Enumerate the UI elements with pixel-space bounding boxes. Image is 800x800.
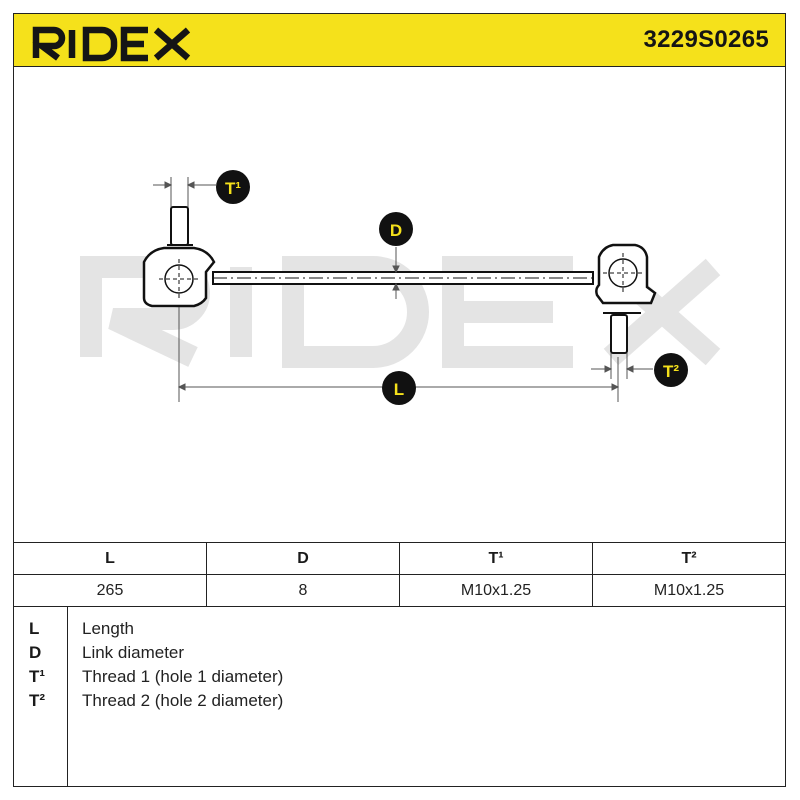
specs-value-l: 265 xyxy=(13,574,207,607)
t2-dimension xyxy=(591,353,653,379)
d-marker xyxy=(379,212,413,246)
t1-marker xyxy=(216,170,250,204)
legend-description: Length xyxy=(82,619,134,638)
legend-item: T² Thread 2 (hole 2 diameter) xyxy=(13,691,786,715)
specs-header-t2: T² xyxy=(592,542,786,575)
legend-item: L Length xyxy=(13,619,786,643)
legend-description: Thread 2 (hole 2 diameter) xyxy=(82,691,284,710)
d-dimension xyxy=(392,247,400,299)
ridex-logo xyxy=(32,26,191,62)
specs-value-row: 265 8 M10x1.25 M10x1.25 xyxy=(13,574,786,607)
legend-divider xyxy=(67,606,68,787)
left-threaded-stud xyxy=(170,206,189,246)
specs-value-d: 8 xyxy=(206,574,400,607)
right-threaded-stud xyxy=(610,314,628,354)
t1-marker-label: T¹ xyxy=(225,179,241,198)
t2-marker xyxy=(654,353,688,387)
specs-header-row: L D T¹ T² xyxy=(13,542,786,575)
part-number: 3229S0265 xyxy=(643,26,769,53)
legend-symbol: L xyxy=(29,619,40,638)
l-marker-label: L xyxy=(394,380,404,399)
legend-symbol: T¹ xyxy=(29,667,46,686)
t2-marker-label: T² xyxy=(663,362,679,381)
specs-header-t1: T¹ xyxy=(399,542,593,575)
legend-item: T¹ Thread 1 (hole 1 diameter) xyxy=(13,667,786,691)
header-bar: 3229S0265 xyxy=(13,13,786,67)
l-marker xyxy=(382,371,416,405)
legend: L Length D Link diameter T¹ Thread 1 (ho… xyxy=(13,606,786,787)
legend-symbol: D xyxy=(29,643,42,662)
legend-description: Link diameter xyxy=(82,643,185,662)
legend-description: Thread 1 (hole 1 diameter) xyxy=(82,667,284,686)
technical-drawing: T¹ D L T² xyxy=(80,170,721,405)
legend-item: D Link diameter xyxy=(13,643,786,667)
d-marker-label: D xyxy=(390,221,402,240)
t1-dimension xyxy=(153,177,216,207)
specs-header-d: D xyxy=(206,542,400,575)
legend-symbol: T² xyxy=(29,691,46,710)
specs-value-t2: M10x1.25 xyxy=(592,574,786,607)
specs-header-l: L xyxy=(13,542,207,575)
specs-table: L D T¹ T² 265 8 M10x1.25 M10x1.25 xyxy=(13,542,786,607)
specs-value-t1: M10x1.25 xyxy=(399,574,593,607)
